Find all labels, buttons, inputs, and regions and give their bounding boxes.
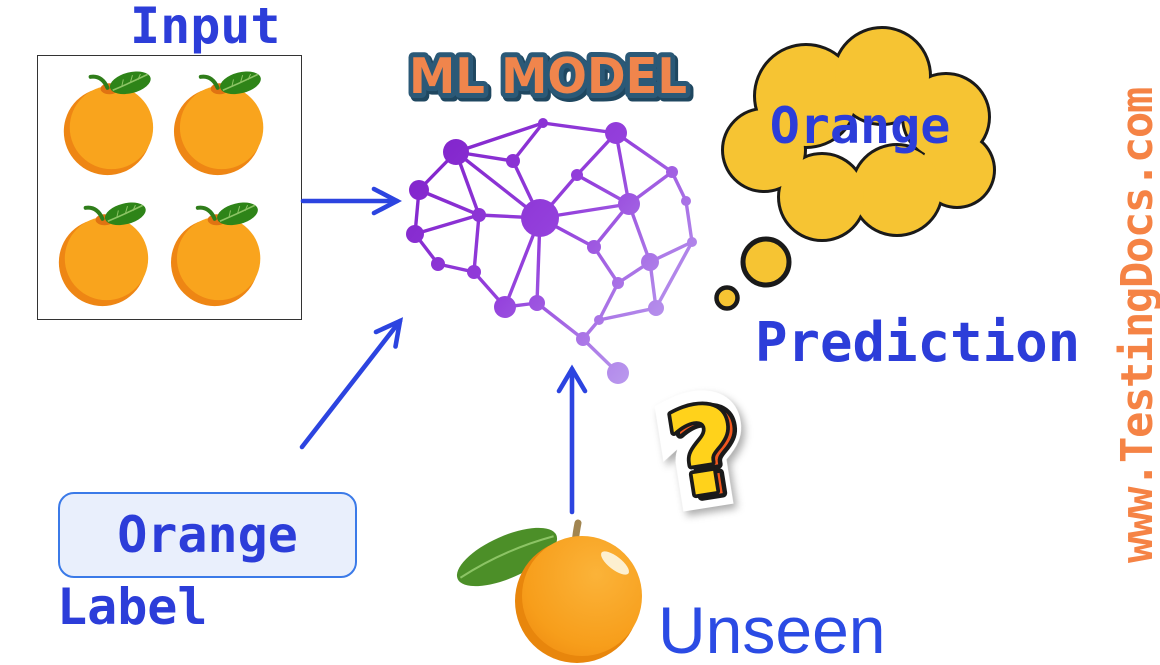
orange-fruit-icon <box>169 196 263 309</box>
brain-edge <box>615 131 673 174</box>
brain-edge <box>597 282 620 321</box>
input-title: Input <box>130 0 281 55</box>
arrow-input-to-model-icon <box>300 186 402 216</box>
thought-bubble-lobe <box>724 110 804 190</box>
brain-node <box>641 253 659 271</box>
label-value-box: Orange <box>58 492 357 578</box>
thought-bubble-lobe <box>780 155 864 239</box>
brain-node <box>648 300 664 316</box>
brain-node <box>607 362 629 384</box>
brain-node <box>467 265 481 279</box>
brain-node <box>681 196 691 206</box>
brain-edge <box>535 301 585 341</box>
brain-node <box>538 118 548 128</box>
orange-fruit-icon <box>61 65 156 178</box>
ml-model-title-shadow: ML MODEL <box>412 51 690 108</box>
brain-edge <box>472 214 481 273</box>
brain-edge <box>614 132 631 205</box>
neural-network-brain-icon <box>406 118 697 384</box>
brain-node <box>618 193 640 215</box>
brain-edge <box>598 306 657 322</box>
brain-node <box>587 240 601 254</box>
prediction-title: Prediction <box>755 311 1081 374</box>
brain-node <box>443 139 469 165</box>
label-title: Label <box>57 578 208 636</box>
input-oranges-graphic <box>56 65 266 309</box>
brain-node <box>521 199 559 237</box>
brain-edge <box>414 213 480 236</box>
bubble-tail-circle <box>740 236 792 288</box>
brain-node <box>594 315 604 325</box>
orange-fruit-icon <box>171 65 266 178</box>
thought-bubble-icon: Orange <box>714 26 996 311</box>
thought-bubble-lobe <box>853 146 941 234</box>
label-value-text: Orange <box>117 505 298 564</box>
bubble-tail-circle <box>714 285 740 311</box>
ml-model-title-text: ML MODEL <box>409 48 687 105</box>
brain-edge <box>418 188 480 217</box>
brain-node <box>494 296 516 318</box>
brain-node <box>406 225 424 243</box>
brain-edge <box>511 121 545 163</box>
brain-edge <box>542 121 617 135</box>
thought-bubble-lobe <box>835 29 929 123</box>
arrow-label-to-model-icon <box>299 317 404 450</box>
prediction-value-text: Orange <box>770 97 951 155</box>
brain-edge <box>455 121 544 154</box>
brain-node <box>506 154 520 168</box>
brain-node <box>605 122 627 144</box>
brain-node <box>612 277 624 289</box>
brain-node <box>576 332 590 346</box>
question-mark-sticker-icon: ? ? ? <box>644 363 763 540</box>
brain-edge <box>592 246 620 284</box>
unseen-title: Unseen <box>658 593 886 665</box>
brain-edge <box>654 241 694 309</box>
brain-node <box>529 295 545 311</box>
ml-model-title: ML MODEL ML MODEL <box>404 43 695 114</box>
unseen-orange-fruit-icon <box>456 519 642 663</box>
orange-fruit-icon <box>56 196 151 309</box>
brain-node <box>431 257 445 271</box>
input-image-box <box>37 55 302 320</box>
brain-node <box>687 237 697 247</box>
brain-edge <box>684 200 694 243</box>
brain-node <box>409 180 429 200</box>
brain-node <box>666 166 678 178</box>
watermark-text: www.TestingDocs.com <box>1112 88 1160 563</box>
brain-node <box>571 169 583 181</box>
brain-node <box>472 208 486 222</box>
